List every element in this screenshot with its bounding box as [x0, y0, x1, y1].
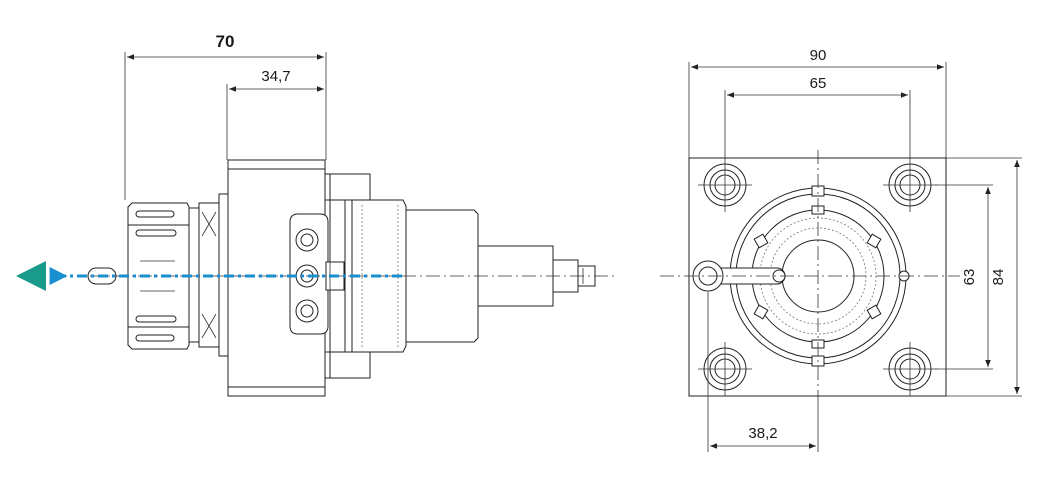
dim-label-65: 65	[810, 75, 827, 92]
shank	[405, 209, 596, 343]
dim-coolant-offset: 38,2	[707, 292, 819, 452]
front-view: 90 65	[660, 47, 1022, 452]
dim-front-width: 90	[688, 47, 947, 158]
collet-nut	[87, 202, 190, 350]
dim-bolt-spacing-x: 65	[724, 75, 911, 160]
dim-label-84: 84	[990, 269, 1007, 286]
dim-front-height: 84	[946, 157, 1022, 397]
side-view: 70 34,7	[16, 32, 615, 397]
dim-label-34-7: 34,7	[261, 68, 290, 85]
direction-triangle-icon	[16, 261, 46, 291]
dim-label-70: 70	[216, 32, 235, 51]
dim-overall-length: 70	[124, 32, 327, 200]
dim-label-90: 90	[810, 47, 827, 64]
dim-collet-length: 34,7	[226, 68, 324, 160]
dim-label-38-2: 38,2	[748, 425, 777, 442]
dim-bolt-spacing-y: 63	[935, 184, 993, 370]
main-body	[227, 159, 407, 397]
dim-label-63: 63	[961, 269, 978, 286]
bolt-holes	[698, 158, 937, 396]
